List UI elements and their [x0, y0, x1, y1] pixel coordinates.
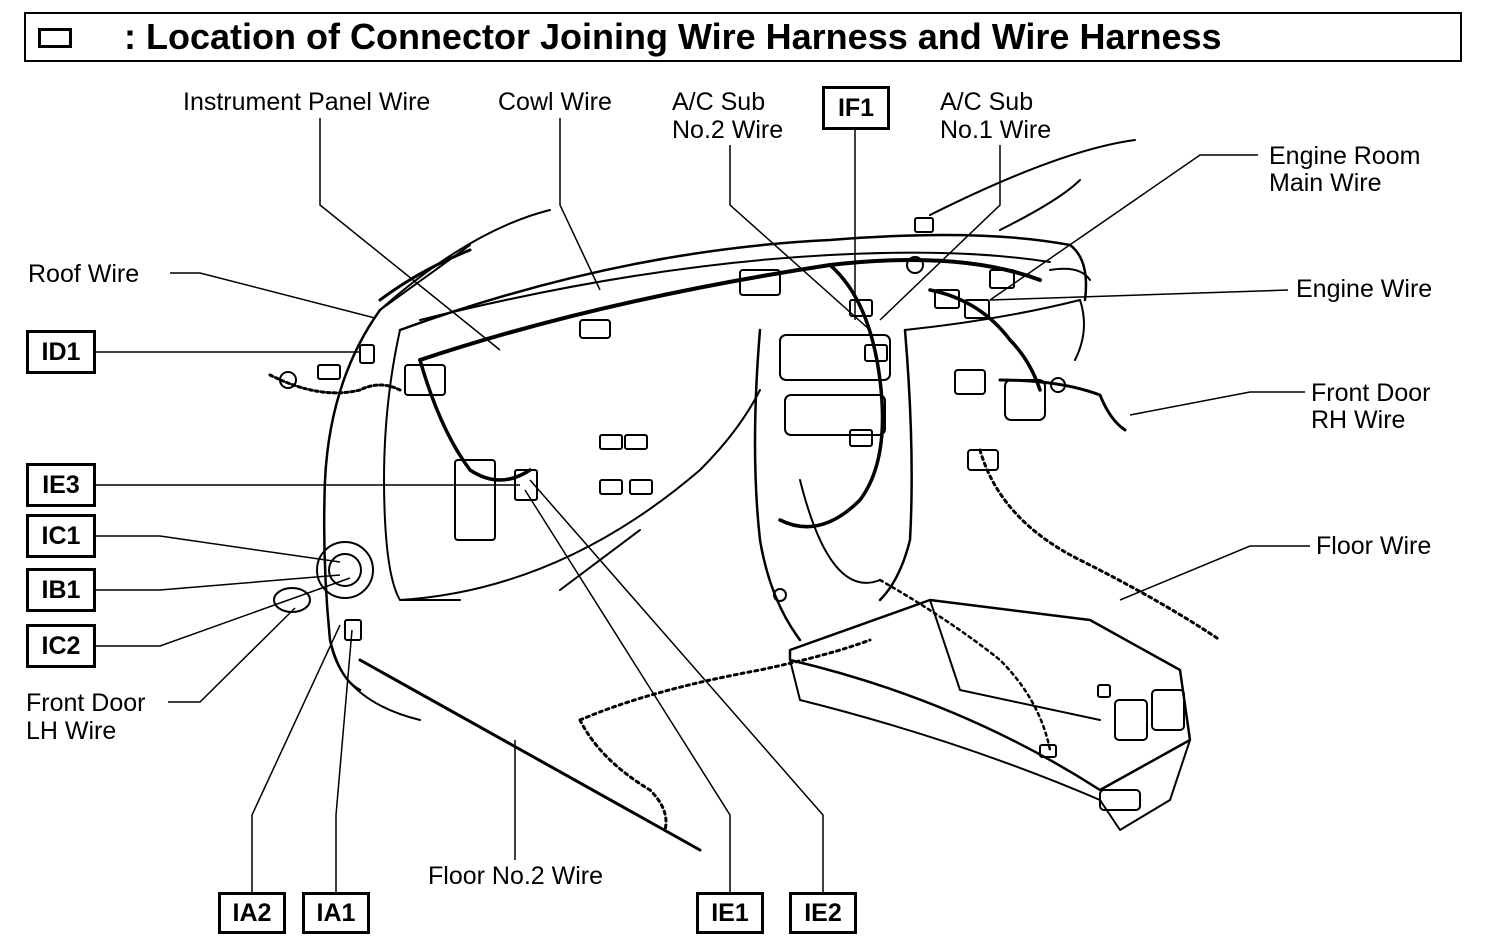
leader-ac-sub-no1 [879, 145, 1001, 321]
label-ac-sub-no2-line2: No.2 Wire [672, 116, 784, 144]
floor-wire [978, 448, 1222, 642]
leader-front-door-lh [168, 607, 296, 703]
roof-wire [378, 248, 472, 302]
left-floor-inner [329, 639, 421, 721]
connector-code-ib1: IB1 [26, 568, 96, 612]
console-top [788, 598, 1192, 792]
main-harness [418, 258, 1042, 362]
label-ac-sub-no1-line1: A/C Sub [940, 88, 1034, 116]
lh-door-grommet [273, 587, 311, 613]
right-windshield-2 [999, 179, 1081, 231]
label-floor-no2-wire: Floor No.2 Wire [428, 862, 604, 890]
connector-code-ia1: IA1 [302, 892, 370, 934]
leader-ia1 [335, 629, 353, 895]
leader-roof-wire [170, 272, 376, 319]
label-ac-sub-no2-line1: A/C Sub [672, 88, 766, 116]
connector-code-ie2: IE2 [789, 892, 857, 934]
leader-ie2 [529, 479, 824, 895]
dash-upper-edge [419, 251, 1051, 321]
console-rear-outlet [1099, 789, 1141, 811]
left-inner-panel [383, 329, 461, 601]
leader-instrument-panel-wire [319, 118, 501, 351]
label-engine-wire: Engine Wire [1296, 275, 1433, 303]
left-floor-line [358, 658, 702, 852]
connector-code-ie3: IE3 [26, 463, 96, 507]
floor-console-wire [878, 578, 1052, 752]
label-engine-room-main-line1: Engine Room [1269, 142, 1421, 170]
right-windshield [929, 139, 1136, 216]
leader-ic2 [96, 577, 351, 647]
console-side [789, 659, 1191, 831]
leader-engine-room-main [989, 154, 1258, 301]
leader-front-door-rh [1129, 391, 1305, 416]
lh-grommet [279, 371, 297, 389]
audio-unit [779, 334, 891, 381]
label-cowl-wire: Cowl Wire [498, 88, 612, 116]
label-floor-wire: Floor Wire [1316, 532, 1432, 560]
kick-panel-junction-inner [328, 553, 362, 587]
center-harness [778, 263, 885, 529]
leader-ib1 [96, 574, 341, 591]
floor-no2-wire-2 [578, 718, 668, 832]
leader-ie1 [524, 489, 731, 895]
connector-code-ia2: IA2 [218, 892, 286, 934]
engine-harness [928, 288, 1042, 392]
title-box: : Location of Connector Joining Wire Har… [24, 12, 1462, 62]
label-roof-wire: Roof Wire [28, 260, 140, 288]
leader-engine-wire [989, 289, 1289, 301]
right-dash-face [904, 299, 1085, 361]
leader-floor-wire [1119, 545, 1310, 601]
center-stack-right [878, 328, 913, 602]
windshield-line [379, 209, 551, 311]
leader-ac-sub-no2 [729, 145, 871, 331]
label-front-door-rh-line1: Front Door [1311, 379, 1431, 407]
ac-control [784, 394, 886, 436]
connector-code-ic2: IC2 [26, 624, 96, 668]
console-lid [929, 599, 1101, 721]
label-front-door-lh-line2: LH Wire [26, 717, 117, 745]
leader-cowl-wire [559, 118, 601, 291]
label-front-door-lh-line1: Front Door [26, 689, 146, 717]
connector-code-ic1: IC1 [26, 514, 96, 558]
dash-top [398, 233, 1088, 332]
rh-door-harness [998, 378, 1127, 432]
ip-harness-left [418, 358, 532, 482]
kick-panel-junction [316, 541, 374, 599]
label-engine-room-main-line2: Main Wire [1269, 169, 1382, 197]
connector-code-id1: ID1 [26, 330, 96, 374]
console-vent-2 [1151, 689, 1185, 731]
floor-no2-wire [578, 638, 872, 722]
connector-code-ie1: IE1 [696, 892, 764, 934]
console-vent-1 [1114, 699, 1148, 741]
page-title: : Location of Connector Joining Wire Har… [124, 16, 1222, 57]
lh-door-harness [268, 373, 402, 395]
leader-ic1 [96, 535, 341, 563]
center-stack-left [753, 328, 802, 642]
dash-lower-face [399, 389, 761, 601]
connector-code-if1: IF1 [822, 86, 890, 130]
label-ac-sub-no1-line2: No.1 Wire [940, 116, 1052, 144]
leader-ia2 [251, 624, 341, 895]
connector-legend-icon [38, 28, 72, 48]
shift-area [799, 479, 881, 584]
label-instrument-panel-wire: Instrument Panel Wire [183, 88, 431, 116]
label-front-door-rh-line2: RH Wire [1311, 406, 1406, 434]
right-vent [1049, 267, 1091, 281]
